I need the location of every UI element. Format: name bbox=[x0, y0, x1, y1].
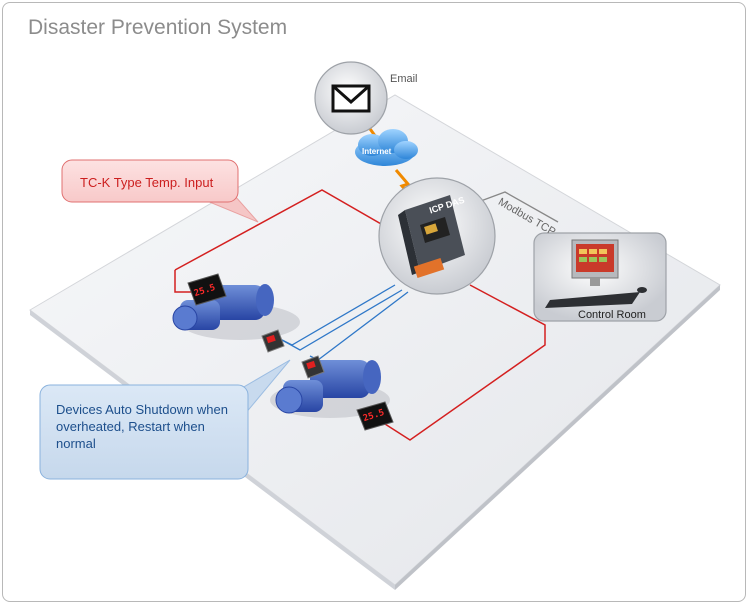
thermocouple-wire bbox=[384, 284, 546, 441]
tc-input-label: TC-K Type Temp. Input bbox=[80, 175, 214, 190]
temperature-display-2 bbox=[356, 401, 394, 431]
auto-shutdown-label: Devices Auto Shutdown when overheated, R… bbox=[56, 402, 228, 451]
relay-switch-2 bbox=[301, 355, 325, 379]
control-wire bbox=[281, 289, 403, 351]
temperature-display-1 bbox=[187, 273, 227, 306]
relay-switch-1 bbox=[261, 329, 285, 353]
tc-callout-box bbox=[61, 159, 239, 203]
envelope-icon bbox=[331, 84, 371, 113]
auto-callout-box bbox=[39, 384, 249, 480]
page-title: Disaster Prevention System bbox=[28, 16, 288, 39]
internet-label: Internet bbox=[362, 147, 392, 156]
control-room-label: Control Room bbox=[578, 309, 646, 321]
platform-edge bbox=[395, 285, 720, 590]
pump-motor-1 bbox=[172, 284, 300, 340]
computer-icon bbox=[545, 239, 647, 308]
controller-device-icon bbox=[398, 195, 465, 279]
thermocouple-wire bbox=[174, 189, 396, 271]
internet-cloud-icon bbox=[355, 129, 418, 166]
email-label: Email bbox=[390, 73, 418, 85]
